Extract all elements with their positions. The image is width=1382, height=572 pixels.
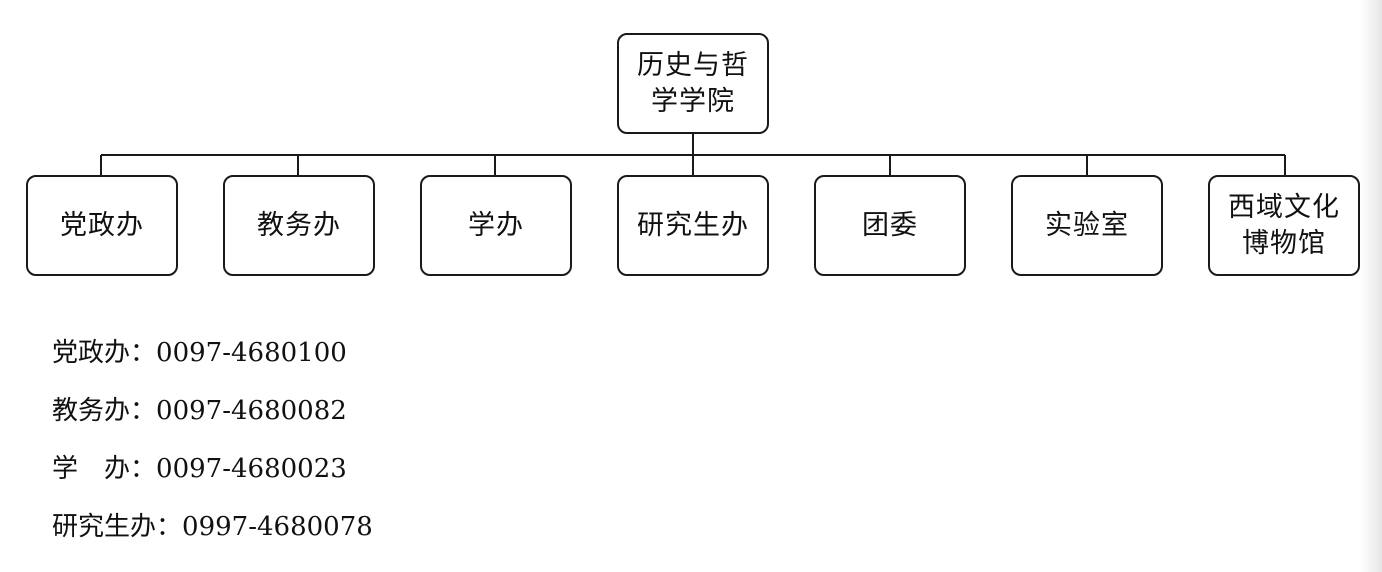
- root-node: 历史与哲学学院: [617, 33, 769, 134]
- department-node-youth-league: 团委: [814, 175, 966, 276]
- contact-separator: ：: [130, 338, 157, 368]
- contact-row: 党政办：0097-4680100: [52, 334, 373, 392]
- contact-label: 学 办: [52, 454, 131, 484]
- contact-phone: 0097-4680082: [156, 396, 347, 426]
- department-node-western-regions-museum: 西域文化博物馆: [1208, 175, 1360, 276]
- department-node-student-affairs: 学办: [420, 175, 572, 276]
- contact-label: 党政办: [52, 338, 131, 368]
- department-node-graduate-office: 研究生办: [617, 175, 769, 276]
- contact-separator: ：: [156, 512, 183, 542]
- department-node-academic-affairs: 教务办: [223, 175, 375, 276]
- department-label: 学办: [468, 209, 524, 241]
- contact-row: 教务办：0097-4680082: [52, 392, 373, 450]
- page-edge-shadow: [1360, 0, 1382, 572]
- department-label: 党政办: [60, 209, 144, 241]
- contact-separator: ：: [130, 454, 157, 484]
- root-node-label: 历史与哲学学院: [637, 49, 749, 117]
- contact-row: 研究生办：0997-4680078: [52, 508, 373, 566]
- contact-list: 党政办：0097-4680100 教务办：0097-4680082 学 办：00…: [52, 334, 373, 566]
- contact-phone: 0097-4680100: [156, 338, 347, 368]
- department-label: 教务办: [257, 209, 341, 241]
- department-label: 实验室: [1045, 209, 1129, 241]
- contact-label: 研究生办: [52, 512, 157, 542]
- contact-phone: 0097-4680023: [156, 454, 347, 484]
- department-label: 团委: [862, 209, 918, 241]
- department-label: 西域文化博物馆: [1228, 191, 1340, 259]
- contact-label: 教务办: [52, 396, 131, 426]
- contact-phone: 0997-4680078: [182, 512, 373, 542]
- contact-row: 学 办：0097-4680023: [52, 450, 373, 508]
- department-node-laboratory: 实验室: [1011, 175, 1163, 276]
- department-node-party-office: 党政办: [26, 175, 178, 276]
- contact-separator: ：: [130, 396, 157, 426]
- department-label: 研究生办: [637, 209, 749, 241]
